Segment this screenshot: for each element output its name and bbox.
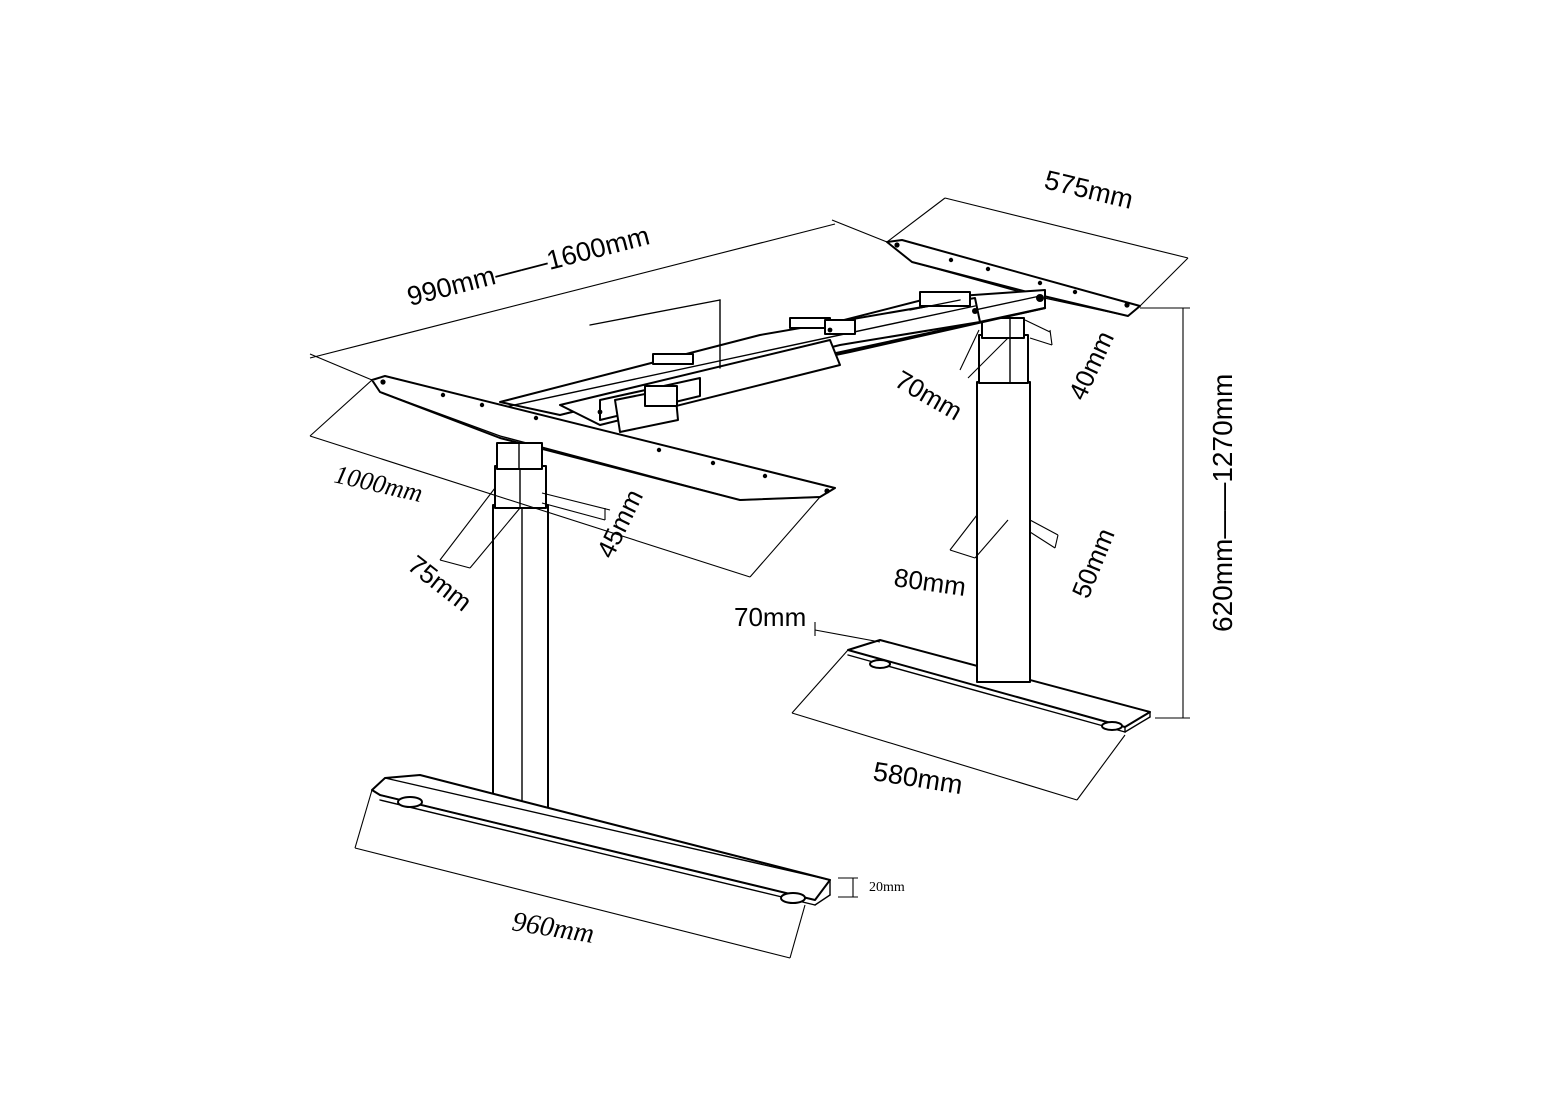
dimension-lines: [309, 197, 1190, 959]
right-foot: [847, 639, 1151, 733]
label-foot-width: 70mm: [734, 602, 806, 632]
label-top-depth: 575mm: [1042, 165, 1137, 215]
right-column: [976, 317, 1031, 683]
telescopic-beam: [499, 289, 1047, 433]
label-column-lower-depth: 80mm: [892, 562, 968, 602]
label-bracket-length: 1000mm: [332, 460, 426, 508]
dimension-labels: 990mm——1600mm 575mm 1000mm 45mm 75mm 70m…: [332, 165, 1238, 950]
desk-frame-structure: [371, 239, 1151, 906]
label-foot-length-left: 960mm: [510, 906, 596, 950]
label-foot-height: 20mm: [869, 880, 905, 895]
label-column-upper-thickness: 40mm: [1062, 326, 1120, 404]
label-foot-depth-right: 580mm: [871, 756, 965, 800]
right-bracket: [886, 239, 1141, 317]
left-column: [492, 442, 549, 811]
label-column-upper-width: 70mm: [890, 364, 968, 426]
left-foot: [371, 774, 831, 906]
label-height-range: 620mm——1270mm: [1207, 374, 1238, 632]
label-beam-height: 45mm: [590, 485, 649, 563]
label-column-lower-width: 50mm: [1066, 524, 1121, 602]
label-top-length: 990mm——1600mm: [404, 220, 653, 311]
